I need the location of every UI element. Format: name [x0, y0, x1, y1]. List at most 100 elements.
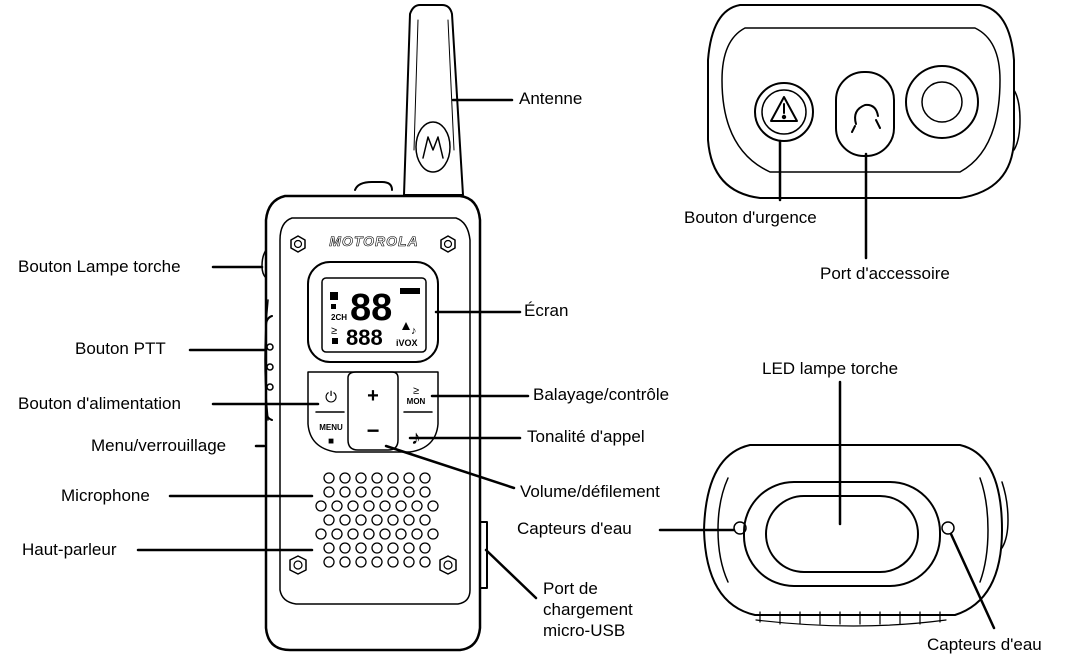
grill-hole [419, 514, 431, 526]
label-water-sensor-left: Capteurs d'eau [517, 519, 632, 538]
grill-hole [339, 514, 351, 526]
scan-icon: ≥ [413, 385, 419, 397]
usb-port [479, 521, 488, 589]
top-view-inner [721, 27, 1001, 173]
grill-hole [355, 542, 367, 554]
grill-hole [419, 556, 431, 568]
keypad-outline [307, 371, 439, 453]
grill-hole [395, 500, 407, 512]
grill-hole [419, 486, 431, 498]
grill-hole [339, 556, 351, 568]
lock-icon: ■ [328, 436, 334, 447]
grill-hole [323, 542, 335, 554]
antenna-inner [413, 19, 455, 151]
grill-hole [323, 472, 335, 484]
lcd-main-digits: 88 [350, 287, 392, 329]
grill-hole [403, 556, 415, 568]
label-scan-monitor: Balayage/contrôle [533, 385, 670, 404]
screw-icon [290, 235, 306, 253]
grill-hole [355, 472, 367, 484]
grill-hole [411, 500, 423, 512]
grill-hole [323, 556, 335, 568]
screw-icon [439, 555, 457, 575]
motorola-logo-icon [415, 121, 451, 173]
grill-hole [387, 514, 399, 526]
grill-hole [371, 542, 383, 554]
lcd-sub-digits: 888 [346, 325, 383, 350]
water-sensor-right [941, 521, 955, 535]
label-speaker: Haut-parleur [22, 540, 117, 559]
label-ptt-button: Bouton PTT [75, 339, 166, 358]
grill-hole [403, 486, 415, 498]
center-key-outline [347, 371, 399, 451]
grill-hole [347, 528, 359, 540]
screw-icon [440, 235, 456, 253]
grill-hole [387, 486, 399, 498]
power-button-icon[interactable]: ⏻ [325, 389, 337, 406]
menu-key-label: MENU [319, 423, 343, 432]
top-knob [905, 65, 979, 139]
emergency-button[interactable] [754, 82, 814, 142]
grill-hole [363, 500, 375, 512]
grill-hole [355, 556, 367, 568]
flashlight-led-housing [743, 481, 941, 587]
grill-hole [355, 514, 367, 526]
label-screen: Écran [524, 301, 569, 320]
headset-icon [851, 103, 881, 133]
grill-hole [427, 528, 439, 540]
grill-hole [427, 500, 439, 512]
grill-hole [363, 528, 375, 540]
bottom-view-outer [703, 444, 1003, 616]
grill-hole [419, 542, 431, 554]
lcd-content: 88 888 2CH iVOX ♪ ≥ [330, 287, 420, 350]
radio-bottom-view [658, 380, 1009, 630]
grill-hole [395, 528, 407, 540]
label-power-button: Bouton d'alimentation [18, 394, 181, 413]
screw-icon [289, 555, 307, 575]
grill-hole [403, 514, 415, 526]
grill-hole [323, 514, 335, 526]
brand-logo: MOTOROLA [329, 233, 418, 249]
label-volume-scroll: Volume/défilement [520, 482, 660, 501]
grill-hole [347, 500, 359, 512]
label-water-sensor-right: Capteurs d'eau [927, 635, 1042, 654]
label-emergency-button: Bouton d'urgence [684, 208, 817, 227]
label-menu-lock: Menu/verrouillage [91, 436, 227, 455]
lcd-display [321, 277, 427, 353]
grill-hole [331, 500, 343, 512]
grill-hole [339, 472, 351, 484]
label-antenna: Antenne [519, 89, 583, 108]
grill-hole [379, 500, 391, 512]
svg-text:≥: ≥ [331, 325, 337, 337]
grill-hole [315, 500, 327, 512]
label-call-tone: Tonalité d'appel [527, 427, 645, 446]
grill-hole [403, 472, 415, 484]
label-flashlight-button: Bouton Lampe torche [18, 257, 181, 276]
grill-hole [355, 486, 367, 498]
grill-hole [339, 486, 351, 498]
leader-lines [136, 98, 538, 600]
grill-hole [387, 542, 399, 554]
grill-hole [323, 486, 335, 498]
label-flashlight-led: LED lampe torche [762, 359, 899, 378]
grill-hole [371, 556, 383, 568]
ptt-button [265, 315, 273, 421]
water-sensor-left [733, 521, 747, 535]
label-accessory-port: Port d'accessoire [820, 264, 950, 283]
radio-front: MOTOROLA 88 888 2CH iVOX ♪ ≥ ⏻ MENU ■ + [261, 4, 488, 652]
top-view-outer [707, 4, 1015, 199]
grill-hole [379, 528, 391, 540]
lcd-2ch: 2CH [331, 313, 347, 322]
plus-key[interactable]: + [367, 385, 379, 407]
mon-key-label: MON [407, 397, 426, 406]
grill-hole [315, 528, 327, 540]
label-microphone: Microphone [61, 486, 150, 505]
grill-hole [411, 528, 423, 540]
warning-icon [770, 96, 798, 122]
flashlight-led [765, 495, 919, 573]
svg-text:♪: ♪ [411, 325, 417, 337]
minus-key[interactable]: − [367, 418, 380, 443]
grill-hole [371, 472, 383, 484]
